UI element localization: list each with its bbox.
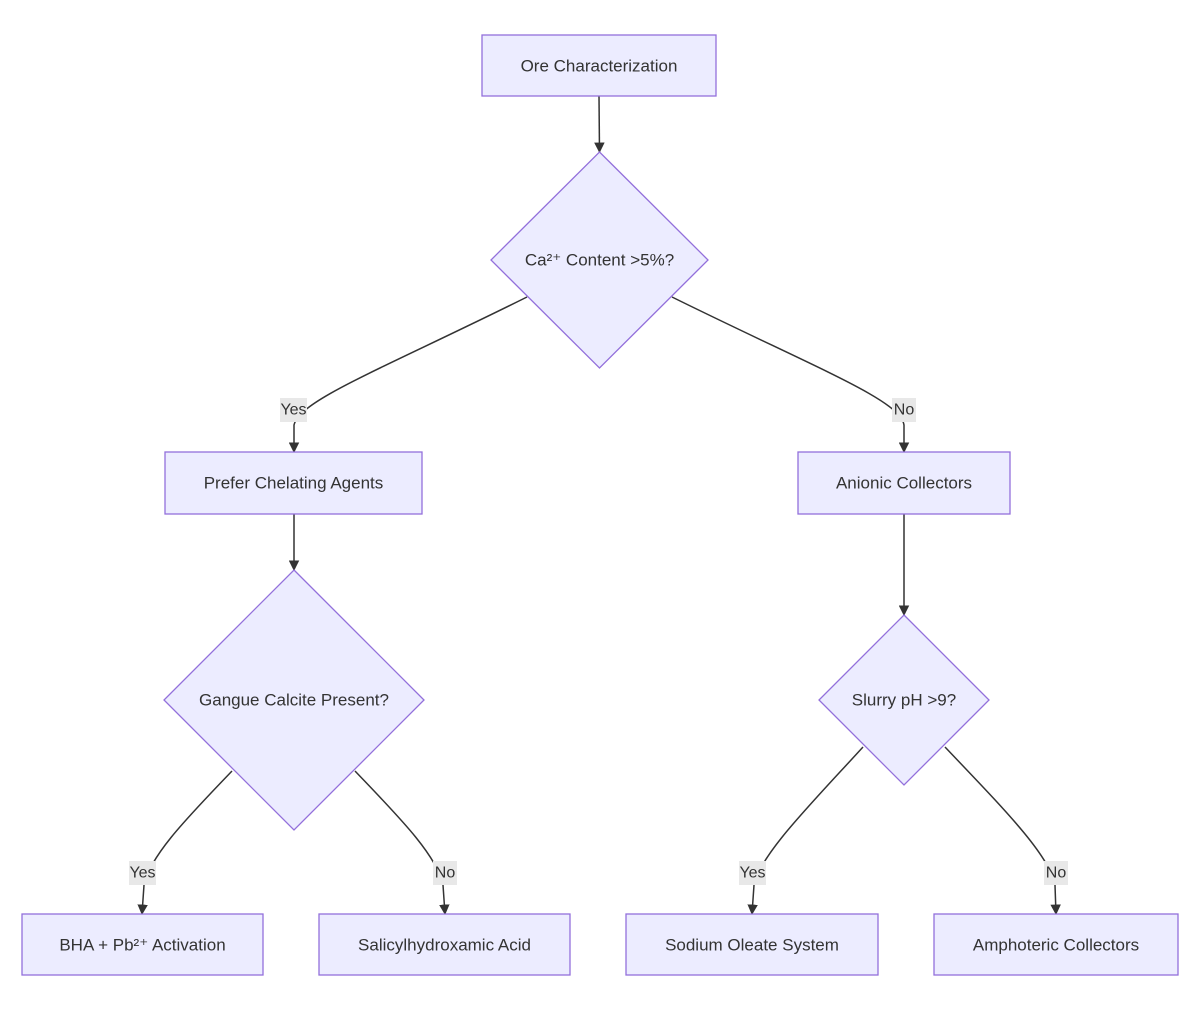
svg-text:Prefer Chelating Agents: Prefer Chelating Agents bbox=[204, 474, 384, 493]
svg-text:Yes: Yes bbox=[129, 865, 155, 882]
node-ore-characterization: Ore Characterization bbox=[481, 34, 717, 97]
svg-text:Yes: Yes bbox=[739, 865, 765, 882]
edge-ph-to-amphoteric bbox=[944, 746, 1061, 916]
svg-text:No: No bbox=[435, 865, 456, 882]
node-ca-content-decision: Ca²⁺ Content >5%? bbox=[490, 151, 709, 369]
edge-label-gangue-yes: Yes bbox=[129, 861, 156, 885]
edge-gangue-to-bha bbox=[137, 770, 233, 916]
edge-gangue-to-salicyl bbox=[354, 770, 450, 916]
node-gangue-calcite-decision: Gangue Calcite Present? bbox=[163, 569, 425, 831]
edge-label-ca-no: No bbox=[892, 398, 916, 422]
svg-text:No: No bbox=[1046, 865, 1067, 882]
node-slurry-ph-decision: Slurry pH >9? bbox=[818, 614, 990, 786]
edge-label-ca-yes: Yes bbox=[280, 398, 307, 422]
svg-text:Slurry pH >9?: Slurry pH >9? bbox=[852, 691, 956, 710]
node-salicylhydroxamic-acid: Salicylhydroxamic Acid bbox=[318, 913, 571, 976]
svg-text:No: No bbox=[894, 402, 915, 419]
node-amphoteric-collectors: Amphoteric Collectors bbox=[933, 913, 1179, 976]
edge-label-ph-no: No bbox=[1044, 861, 1068, 885]
edge-ore-to-ca bbox=[594, 95, 605, 154]
svg-text:Anionic Collectors: Anionic Collectors bbox=[836, 474, 972, 493]
node-anionic-collectors: Anionic Collectors bbox=[797, 451, 1011, 515]
edge-ca-to-chelating bbox=[288, 296, 528, 454]
edge-ph-to-oleate bbox=[747, 746, 864, 916]
svg-text:Ore Characterization: Ore Characterization bbox=[521, 57, 678, 76]
svg-text:Amphoteric Collectors: Amphoteric Collectors bbox=[973, 936, 1139, 955]
svg-text:Yes: Yes bbox=[280, 402, 306, 419]
node-prefer-chelating-agents: Prefer Chelating Agents bbox=[164, 451, 423, 515]
node-bha-pb-activation: BHA + Pb²⁺ Activation bbox=[21, 913, 264, 976]
edge-label-ph-yes: Yes bbox=[739, 861, 766, 885]
svg-text:Salicylhydroxamic Acid: Salicylhydroxamic Acid bbox=[358, 936, 531, 955]
edge-label-gangue-no: No bbox=[433, 861, 457, 885]
edge-ca-to-anionic bbox=[671, 296, 910, 454]
svg-text:Gangue Calcite Present?: Gangue Calcite Present? bbox=[199, 691, 389, 710]
svg-text:BHA + Pb²⁺ Activation: BHA + Pb²⁺ Activation bbox=[59, 936, 225, 955]
svg-text:Sodium Oleate System: Sodium Oleate System bbox=[665, 936, 839, 955]
node-sodium-oleate-system: Sodium Oleate System bbox=[625, 913, 879, 976]
svg-text:Ca²⁺ Content >5%?: Ca²⁺ Content >5%? bbox=[525, 251, 674, 270]
